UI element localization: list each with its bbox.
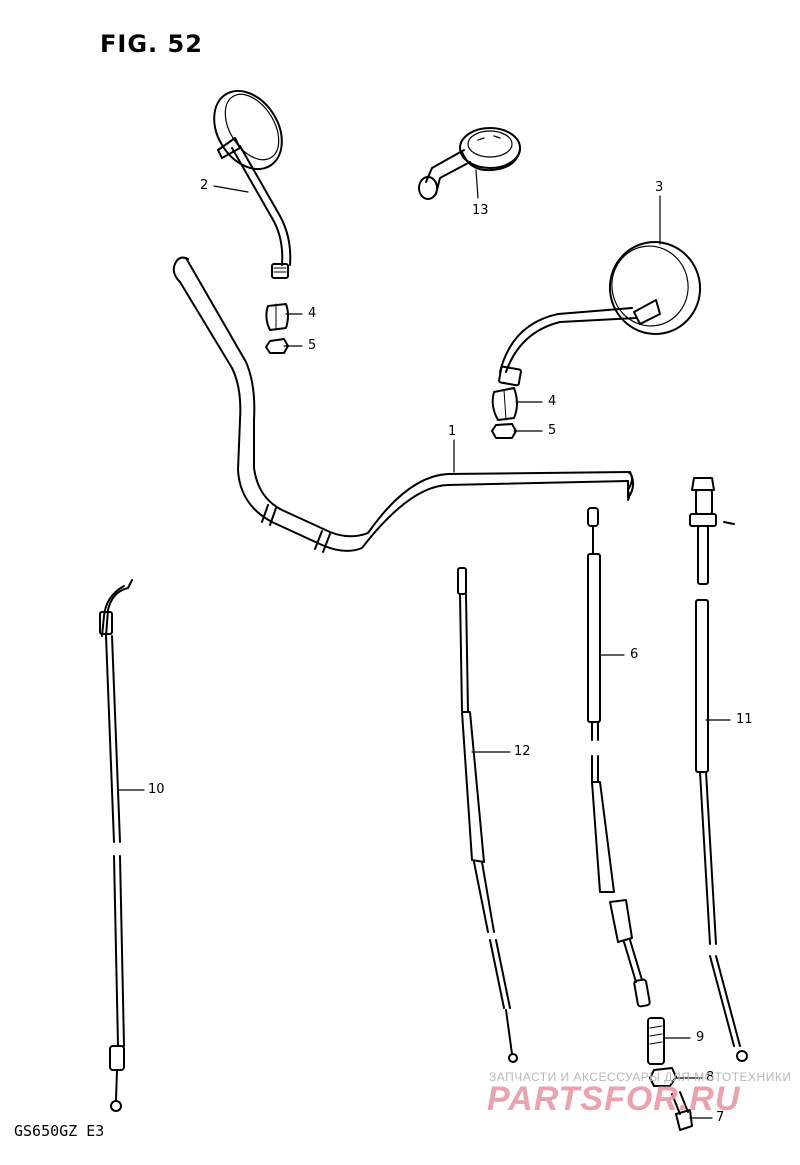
- adjuster-nut: [649, 1067, 677, 1087]
- part-label-3: 3: [655, 180, 664, 195]
- cable-6: [587, 507, 651, 1008]
- mirror-adaptor-right: [491, 387, 518, 421]
- part-label-9: 9: [696, 1030, 705, 1045]
- watermark-logo: PARTSFOR.RU: [487, 1080, 741, 1118]
- part-label-1: 1: [448, 424, 457, 439]
- cable-10: [99, 579, 133, 1112]
- right-mirror: [498, 241, 702, 387]
- cable-11: [689, 477, 748, 1062]
- handle-switch-knob: [418, 127, 521, 200]
- leader-lines: [117, 169, 731, 1119]
- cable-adjuster: [647, 1017, 665, 1065]
- watermark-caption: ЗАПЧАСТИ И АКСЕССУАРЫ ДЛЯ МОТОТЕХНИКИ: [489, 1070, 792, 1084]
- model-code: GS650GZ E3: [14, 1122, 105, 1140]
- cable-12: [457, 567, 518, 1063]
- part-label-5b: 5: [548, 423, 557, 438]
- adjuster-bolt: [671, 1091, 693, 1131]
- part-label-6: 6: [630, 647, 639, 662]
- mirror-nut-left: [265, 338, 289, 354]
- part-label-7: 7: [716, 1110, 725, 1125]
- part-label-11: 11: [736, 712, 753, 727]
- mirror-adaptor-left: [265, 303, 289, 331]
- part-label-4a: 4: [308, 306, 317, 321]
- mirror-nut-right: [491, 423, 517, 439]
- part-label-12: 12: [514, 744, 531, 759]
- left-mirror: [213, 89, 292, 279]
- handlebar: [172, 256, 634, 553]
- figure-title: FIG. 52: [100, 30, 203, 58]
- part-label-13: 13: [472, 203, 489, 218]
- part-label-2: 2: [200, 178, 209, 193]
- part-label-5a: 5: [308, 338, 317, 353]
- part-label-8: 8: [706, 1070, 715, 1085]
- part-label-10: 10: [148, 782, 165, 797]
- part-label-4b: 4: [548, 394, 557, 409]
